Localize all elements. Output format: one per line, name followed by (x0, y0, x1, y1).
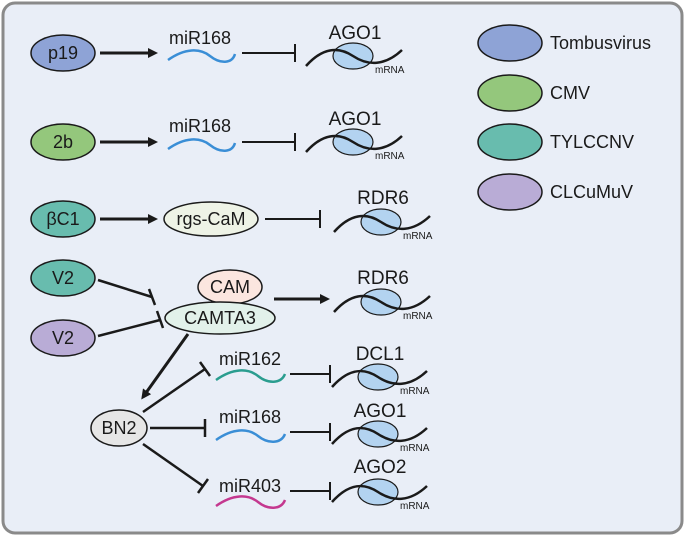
mirna-label: miR168 (169, 28, 231, 48)
v2-label: V2 (52, 268, 74, 288)
mrna-label: mRNA (400, 386, 430, 397)
mirna-strand (215, 429, 287, 443)
legend-item-tylccnv: TYLCCNV (477, 123, 634, 161)
inhibition-bar (198, 361, 212, 377)
2b-node (30, 123, 96, 161)
mirna-label: miR162 (219, 349, 281, 369)
activation-arrow (141, 333, 190, 400)
inhibition-bar (155, 310, 165, 329)
bc1-node (30, 200, 96, 238)
mrna-strand (331, 369, 428, 388)
row-2b: 2b miR168 AGO1 mRNA (30, 109, 405, 162)
legend-label: TYLCCNV (550, 132, 634, 152)
inhibition-line (142, 367, 206, 414)
camta3-node (164, 301, 276, 335)
target-gene-label: RDR6 (357, 188, 409, 209)
mirna-strand (167, 138, 237, 152)
inhibition-bar (147, 288, 157, 306)
target-gene-label: RDR6 (357, 268, 409, 289)
bn2-node (90, 409, 148, 447)
mirna-label: miR168 (169, 116, 231, 136)
rgs-cam-node (163, 201, 259, 237)
target-gene-label: AGO1 (354, 401, 407, 422)
row-p19: p19 miR168 AGO1 mRNA (30, 23, 405, 76)
mirna-label: miR168 (219, 407, 281, 427)
legend-label: CLCuMuV (550, 182, 633, 202)
mrna-label: mRNA (400, 501, 430, 512)
2b-label: 2b (53, 132, 73, 152)
row-bc1: βC1 rgs-CaM RDR6 mRNA (30, 188, 433, 242)
mrna-label: mRNA (375, 151, 405, 162)
mrna-label: mRNA (403, 311, 433, 322)
bc1-label: βC1 (46, 209, 79, 229)
legend-swatch (477, 123, 543, 161)
cam-label: CAM (210, 277, 250, 297)
legend-item-clcumuv: CLCuMuV (477, 173, 633, 211)
mrna-label: mRNA (400, 443, 430, 454)
mrna-strand (305, 134, 403, 153)
mrna-strand (331, 426, 428, 445)
target-gene-label: DCL1 (356, 344, 405, 365)
mrna-strand (333, 214, 431, 233)
mrna-strand (331, 484, 428, 503)
bn2-cluster: BN2 miR162 DCL1 mRNA miR168 AGO1 mRNA mi… (90, 344, 430, 512)
legend-label: Tombusvirus (550, 33, 651, 53)
inhibition-line (97, 318, 161, 338)
target-gene-label: AGO2 (354, 457, 407, 478)
rgs-cam-label: rgs-CaM (176, 209, 245, 229)
mrna-label: mRNA (403, 231, 433, 242)
bn2-label: BN2 (101, 418, 136, 438)
p19-node (30, 34, 96, 72)
p19-label: p19 (48, 43, 78, 63)
mrna-label: mRNA (375, 65, 405, 76)
camta3-label: CAMTA3 (184, 308, 256, 328)
v2-label: V2 (52, 328, 74, 348)
inhibition-line (97, 278, 153, 299)
mrna-strand (333, 294, 431, 313)
mirna-strand (215, 495, 287, 509)
target-gene-label: AGO1 (329, 23, 382, 44)
mirna-label: miR403 (219, 476, 281, 496)
inhibition-line (142, 442, 204, 488)
mirna-strand (167, 49, 237, 63)
v2-node-clcumuv (30, 319, 96, 357)
row-v2: V2 V2 CAM CAMTA3 RDR6 mRNA (30, 259, 433, 400)
legend-swatch (477, 74, 543, 112)
mirna-strand (215, 369, 287, 383)
v2-node-tylccnv (30, 259, 96, 297)
legend: Tombusvirus CMV TYLCCNV CLCuMuV (477, 24, 651, 211)
legend-label: CMV (550, 83, 590, 103)
legend-item-tombusvirus: Tombusvirus (477, 24, 651, 62)
legend-swatch (477, 24, 543, 62)
inhibition-bar (196, 478, 210, 494)
legend-swatch (477, 173, 543, 211)
mrna-strand (305, 48, 403, 67)
target-gene-label: AGO1 (329, 109, 382, 130)
legend-item-cmv: CMV (477, 74, 590, 112)
